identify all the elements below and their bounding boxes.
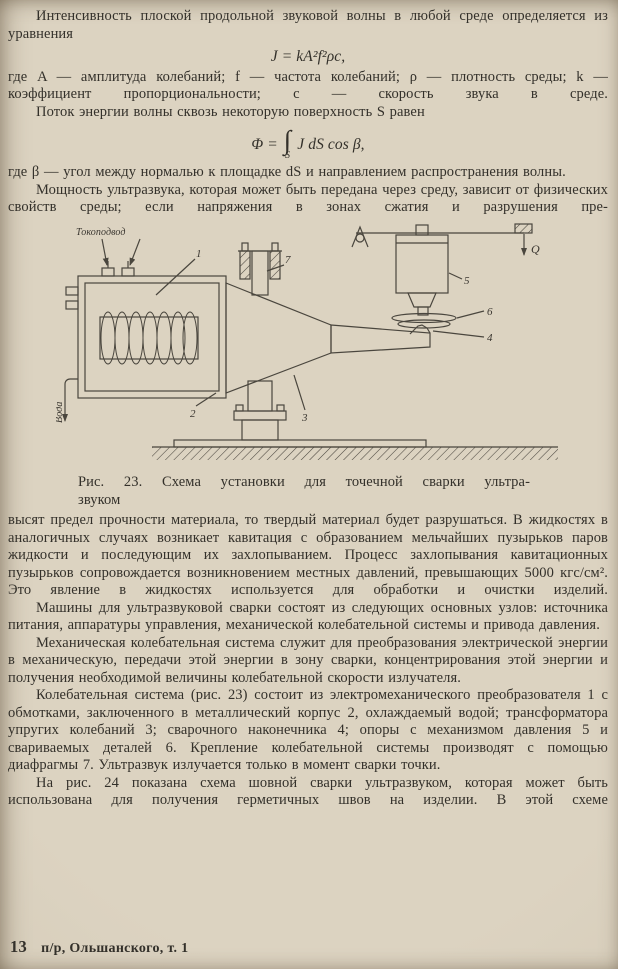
weld-tip <box>409 323 431 334</box>
current-lead-arrow-right <box>129 238 141 266</box>
leader-6 <box>456 309 485 319</box>
housing-inner <box>84 281 220 392</box>
figure-caption-line1: Рис. 23. Схема установки для точечной св… <box>78 474 530 490</box>
pressure-cylinder <box>395 233 449 294</box>
label-water: Вода <box>56 401 65 422</box>
footer-note: п/р, Ольшанского, т. 1 <box>41 940 189 956</box>
figure-label-7: 7 <box>285 254 291 266</box>
terminal-left <box>101 266 115 277</box>
label-force: Q <box>531 242 540 256</box>
integral-sign: ∫ S <box>283 125 292 161</box>
paragraph-where-intensity: где A — амплитуда колебаний; f — частота… <box>8 68 608 103</box>
figure-label-5: 5 <box>464 275 470 287</box>
page-footer: 13 п/р, Ольшанского, т. 1 <box>10 936 189 958</box>
anvil-stem <box>417 305 429 316</box>
leader-1 <box>155 258 196 295</box>
paragraph-intensity-intro: Интенсивность плоской продольной звуково… <box>8 8 608 42</box>
paragraph-mechanical-system: Механическая колебательная система служи… <box>8 634 608 686</box>
hanger-bracket <box>351 224 369 247</box>
paragraph-power: Мощность ультразвука, которая может быть… <box>8 181 608 216</box>
leader-2 <box>195 391 217 407</box>
weight-mount <box>514 222 533 234</box>
paragraph-cavitation: высят предел прочности материала, то тве… <box>8 512 608 598</box>
figure-label-6: 6 <box>487 306 493 318</box>
formula-energy-flux: Φ = ∫ S J dS cos β, <box>8 125 608 161</box>
paragraph-machines: Машины для ультразвуковой сварки состоят… <box>8 599 608 634</box>
ground-hatching <box>152 446 558 460</box>
water-fitting-mid <box>65 299 79 310</box>
hanger-roller <box>355 232 365 243</box>
horn-cone <box>225 281 332 394</box>
figure-label-4: 4 <box>487 332 493 344</box>
weld-parts-upper <box>391 312 457 323</box>
formula-intensity: J = kA²f²ρc, <box>8 48 608 66</box>
horn-rod <box>330 323 431 354</box>
figure-label-3: 3 <box>301 412 308 424</box>
figure-diagram: Токоподвод Вода Q 1 7 5 6 4 2 3 <box>54 222 558 460</box>
label-current-lead: Токоподвод <box>76 227 126 238</box>
cylinder-taper <box>407 291 437 308</box>
transducer-core <box>99 315 199 360</box>
leader-3 <box>293 374 306 410</box>
figure-label-2: 2 <box>190 408 196 420</box>
leader-7 <box>266 263 285 272</box>
water-fitting-top <box>65 285 79 296</box>
clamp-stud <box>251 249 269 296</box>
paragraph-energy-flux-intro: Поток энергии волны сквозь некоторую пов… <box>36 103 425 120</box>
current-lead-arrow-left <box>101 238 109 266</box>
formula-flux-lhs: Φ = <box>251 135 278 153</box>
page-number: 13 <box>10 936 28 956</box>
weld-parts-lower <box>397 318 451 329</box>
figure-23: Токоподвод Вода Q 1 7 5 6 4 2 3 Рис. 23.… <box>54 221 608 510</box>
base-plate <box>173 438 427 448</box>
leader-5 <box>448 271 463 280</box>
terminal-right <box>121 266 135 277</box>
water-pipe <box>62 377 78 422</box>
paragraph-where-flux: где β — угол между нормалью к площадке d… <box>8 164 566 180</box>
clamp-right <box>269 249 281 280</box>
figure-label-1: 1 <box>196 248 202 260</box>
leader-4 <box>432 329 485 338</box>
column-flange <box>233 409 287 421</box>
formula-flux-rhs: J dS cos β, <box>297 135 365 153</box>
formula-intensity-text: J = kA²f²ρc, <box>270 48 346 65</box>
coil-winding <box>100 311 198 364</box>
paragraph-seam-welding: На рис. 24 показана схема шовной сварки … <box>8 774 608 809</box>
support-column <box>247 379 273 412</box>
clamp-left <box>239 249 251 280</box>
figure-caption: Рис. 23. Схема установки для точечной св… <box>78 474 530 509</box>
column-pedestal <box>241 418 279 441</box>
paragraph-oscillating-system: Колебательная система (рис. 23) состоит … <box>8 687 608 773</box>
figure-caption-line2: звуком <box>78 491 121 508</box>
